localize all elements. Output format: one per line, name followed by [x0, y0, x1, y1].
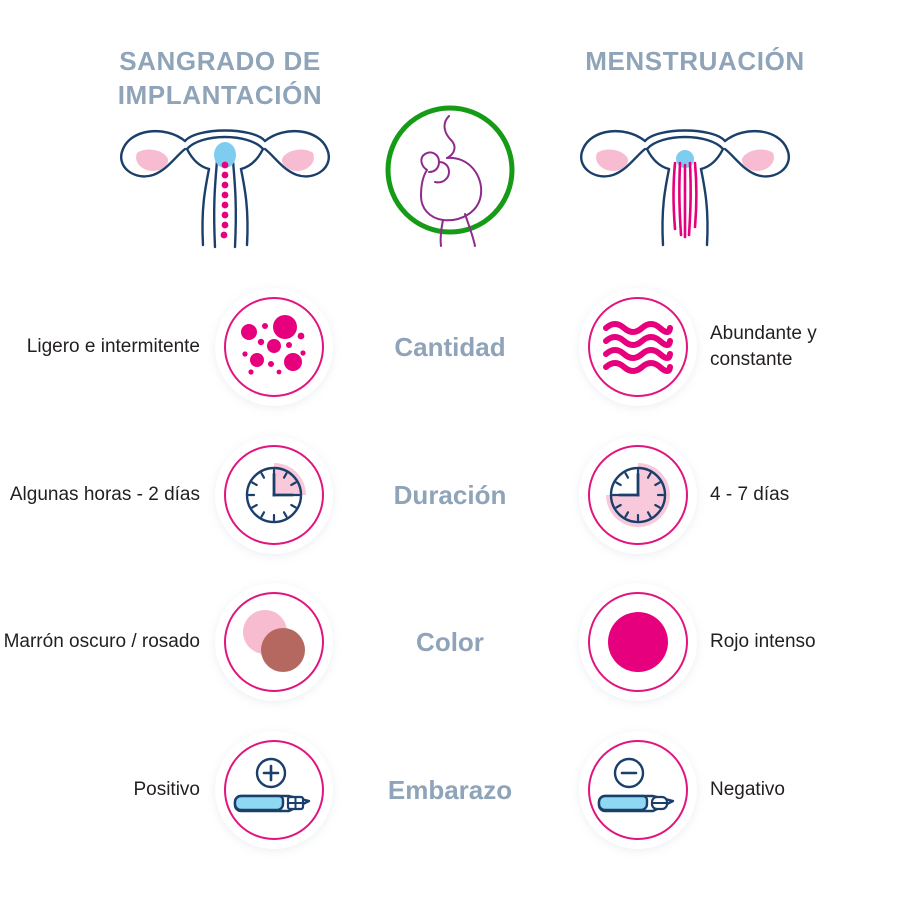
comparison-row-color: Marrón oscuro / rosado Color Rojo intens…: [0, 582, 900, 702]
row-cantidad-right-text: Abundante y constante: [710, 323, 817, 370]
row-color-left-text: Marrón oscuro / rosado: [3, 631, 200, 653]
row-color-left-badge: [222, 590, 326, 694]
comparison-row-duracion: Algunas horas - 2 días: [0, 435, 900, 555]
clock-large-wedge-icon: [586, 443, 690, 547]
two-overlapping-circles-icon: [222, 590, 326, 694]
pregnancy-test-positive-icon: [222, 738, 326, 842]
row-color-right-badge: [586, 590, 690, 694]
row-duracion-right-text: 4 - 7 días: [710, 484, 790, 506]
wavy-lines-icon: [586, 295, 690, 399]
row-color-right-text: Rojo intenso: [710, 631, 816, 653]
column-title-left: SANGRADO DE IMPLANTACIÓN: [117, 46, 323, 110]
row-label-duracion: Duración: [393, 479, 507, 510]
row-embarazo-right-text: Negativo: [710, 779, 785, 801]
comparison-row-embarazo: Positivo Emb: [0, 730, 900, 850]
uterus-implantation-icon: [105, 105, 345, 260]
row-duracion-right-badge: [586, 443, 690, 547]
row-cantidad-right-badge: [586, 295, 690, 399]
solid-magenta-circle-icon: [586, 590, 690, 694]
row-embarazo-left-badge: [222, 738, 326, 842]
row-label-color: Color: [416, 626, 484, 657]
uterus-menstruation-icon: [565, 105, 805, 260]
row-duracion-left-badge: [222, 443, 326, 547]
row-cantidad-left-badge: [222, 295, 326, 399]
row-cantidad-left-text: Ligero e intermitente: [26, 336, 200, 358]
column-title-right: MENSTRUACIÓN: [585, 46, 805, 76]
scattered-dots-icon: [222, 295, 326, 399]
pregnancy-test-negative-icon: [586, 738, 690, 842]
row-embarazo-right-badge: [586, 738, 690, 842]
row-label-cantidad: Cantidad: [394, 331, 506, 362]
row-embarazo-left-text: Positivo: [133, 779, 200, 801]
clock-small-wedge-icon: [222, 443, 326, 547]
comparison-row-cantidad: Ligero e intermitente: [0, 287, 900, 407]
row-label-embarazo: Embarazo: [387, 774, 513, 805]
row-duracion-left-text: Algunas horas - 2 días: [9, 484, 200, 506]
pregnant-woman-circle-icon: [383, 92, 518, 257]
